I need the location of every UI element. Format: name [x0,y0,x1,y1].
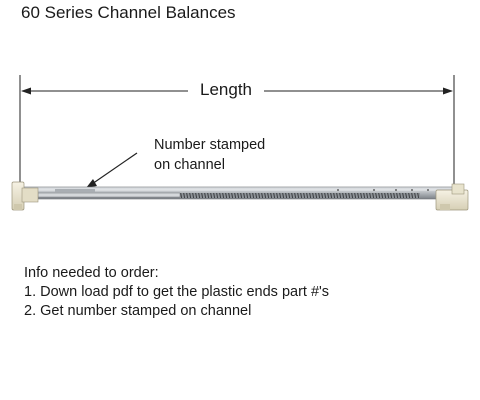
page-title: 60 Series Channel Balances [21,3,236,22]
order-step: 1. Down load pdf to get the plastic ends… [24,284,330,300]
balance-spring [180,193,420,198]
length-dimension-line [21,87,453,95]
order-info-heading: Info needed to order: [24,265,159,281]
length-label: Length [190,79,262,101]
stamped-number-area [55,189,95,192]
channel-balance [17,186,454,200]
stamped-number-callout: Number stamped on channel [154,135,265,175]
balance-rod [37,192,181,198]
order-step: 2. Get number stamped on channel [24,303,252,319]
callout-line: on channel [154,157,225,173]
callout-line: Number stamped [154,137,266,153]
channel-balance-diagram [11,75,469,211]
plastic-end-left [11,181,39,211]
order-info: Info needed to order: 1. Down load pdf t… [24,264,329,321]
plastic-end-right [435,183,469,211]
callout-arrow [86,152,138,188]
